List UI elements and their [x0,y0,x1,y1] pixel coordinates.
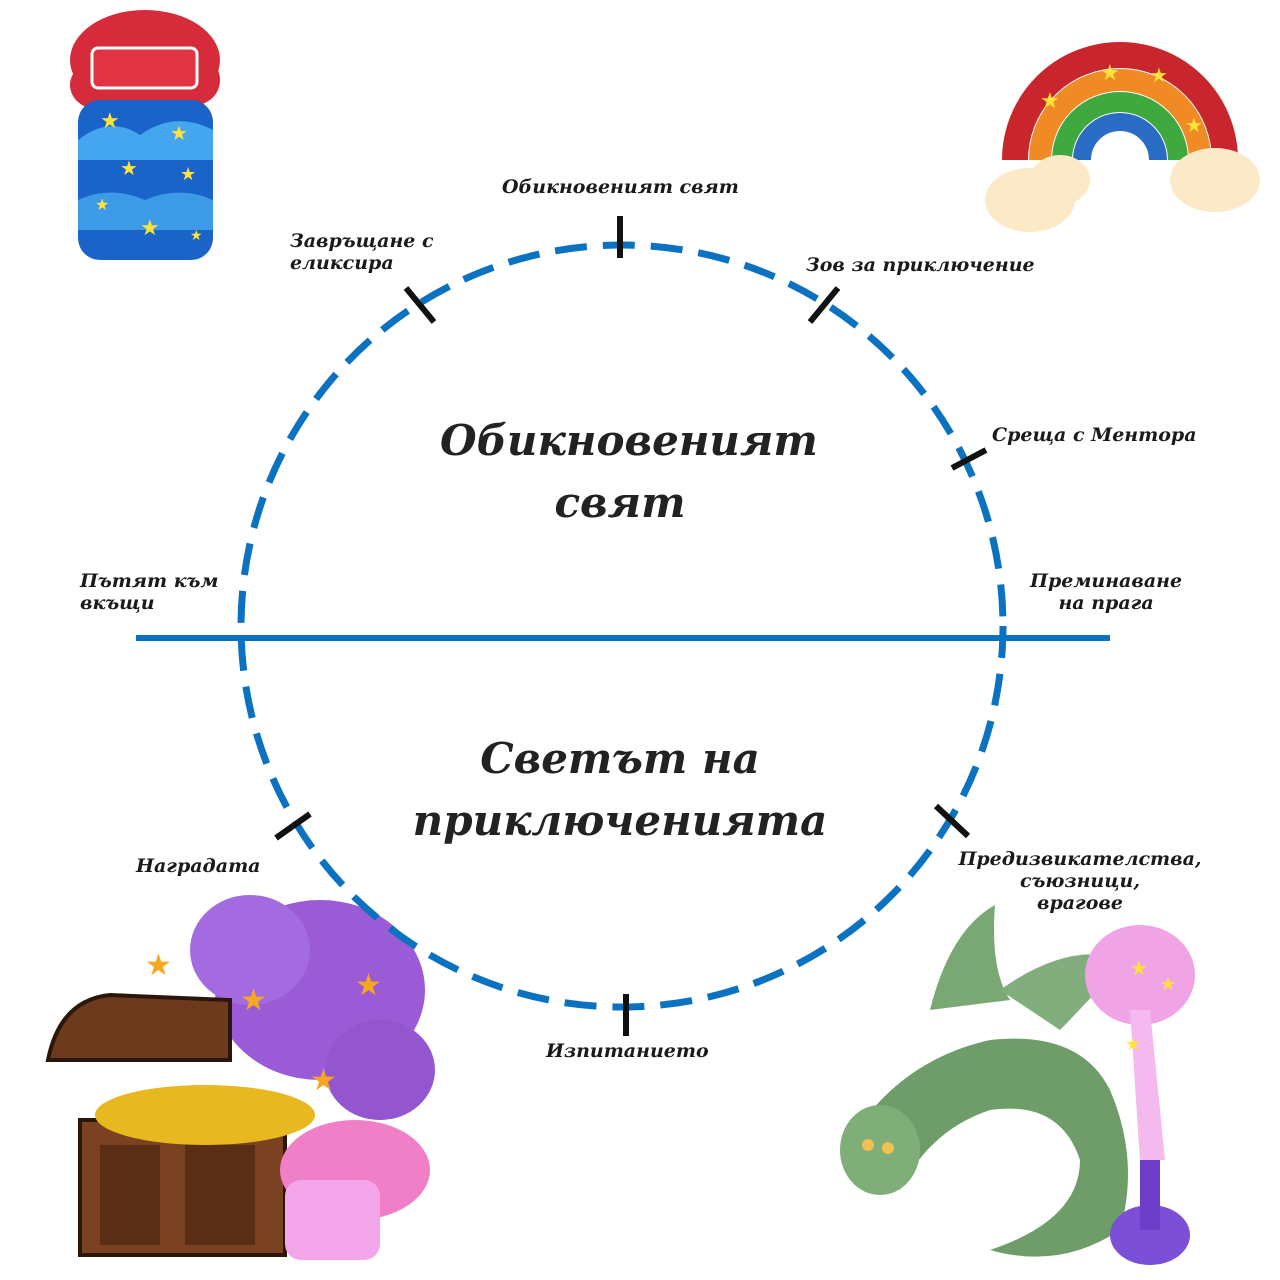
tick-challenges [933,803,971,839]
stage-challenges-line1: Предизвикателства, [958,848,1202,870]
stage-challenges-line2: съюзници, [1020,870,1140,892]
stage-call-label: Зов за приключение [806,254,1035,276]
stage-threshold-line1: Преминаване [1030,570,1183,592]
stage-challenges-line3: врагове [1036,892,1123,914]
treasure-chest-illustration: ★ ★ ★ ★ [45,895,435,1260]
svg-text:★: ★ [1185,113,1203,137]
stage-road-back-line1: Пътят към [80,570,219,592]
adventure-world-heading: Светът на приключенията [400,728,840,852]
svg-text:★: ★ [145,948,172,983]
stage-ordeal-label: Изпитанието [546,1040,709,1062]
tick-return [403,286,437,324]
svg-text:★: ★ [310,1063,337,1098]
svg-text:★: ★ [355,968,382,1003]
adventure-world-heading-line2: приключенията [412,796,828,845]
stage-return-line1: Завръщане с [290,230,434,252]
tick-reward [274,811,312,841]
stage-challenges-label: Предизвикателства, съюзници, врагове [955,848,1205,914]
svg-text:★: ★ [1040,89,1060,114]
stage-threshold-label: Преминаване на прага [1030,570,1182,614]
stage-road-back-line2: вкъщи [80,592,155,614]
svg-text:★: ★ [240,983,267,1018]
stage-mentor-label: Среща с Ментора [992,424,1197,446]
stage-return-label: Завръщане с еликсира [290,230,434,274]
stage-threshold-line2: на прага [1058,592,1154,614]
stage-ordinary-world-label: Обикновеният свят [502,176,739,198]
star-jar-illustration: ★ ★ ★ ★ ★ ★ ★ [70,10,220,260]
ordinary-world-heading: Обикновеният свят [440,410,818,534]
dragon-potion-illustration: ★ ★ ★ [840,905,1195,1265]
svg-text:★: ★ [1150,63,1168,87]
tick-mentor [950,447,988,471]
ordinary-world-heading-line2: свят [554,478,686,527]
svg-text:★: ★ [1160,974,1176,995]
svg-text:★: ★ [190,228,203,244]
svg-text:★: ★ [170,121,188,145]
svg-text:★: ★ [100,109,120,134]
stage-reward-label: Наградата [136,855,261,877]
svg-text:★: ★ [120,156,138,180]
ordinary-world-heading-line1: Обикновеният [440,416,818,465]
tick-call [807,286,841,324]
svg-text:★: ★ [1100,61,1120,86]
adventure-world-heading-line1: Светът на [480,734,760,783]
stage-return-line2: еликсира [290,252,394,274]
stage-road-back-label: Пътят към вкъщи [80,570,218,614]
svg-text:★: ★ [140,216,160,241]
rainbow-illustration: ★ ★ ★ ★ [985,42,1260,232]
svg-text:★: ★ [1125,1034,1141,1055]
journey-circle [237,241,1007,1011]
svg-text:★: ★ [95,195,109,214]
svg-text:★: ★ [180,164,196,185]
svg-text:★: ★ [1130,956,1148,980]
